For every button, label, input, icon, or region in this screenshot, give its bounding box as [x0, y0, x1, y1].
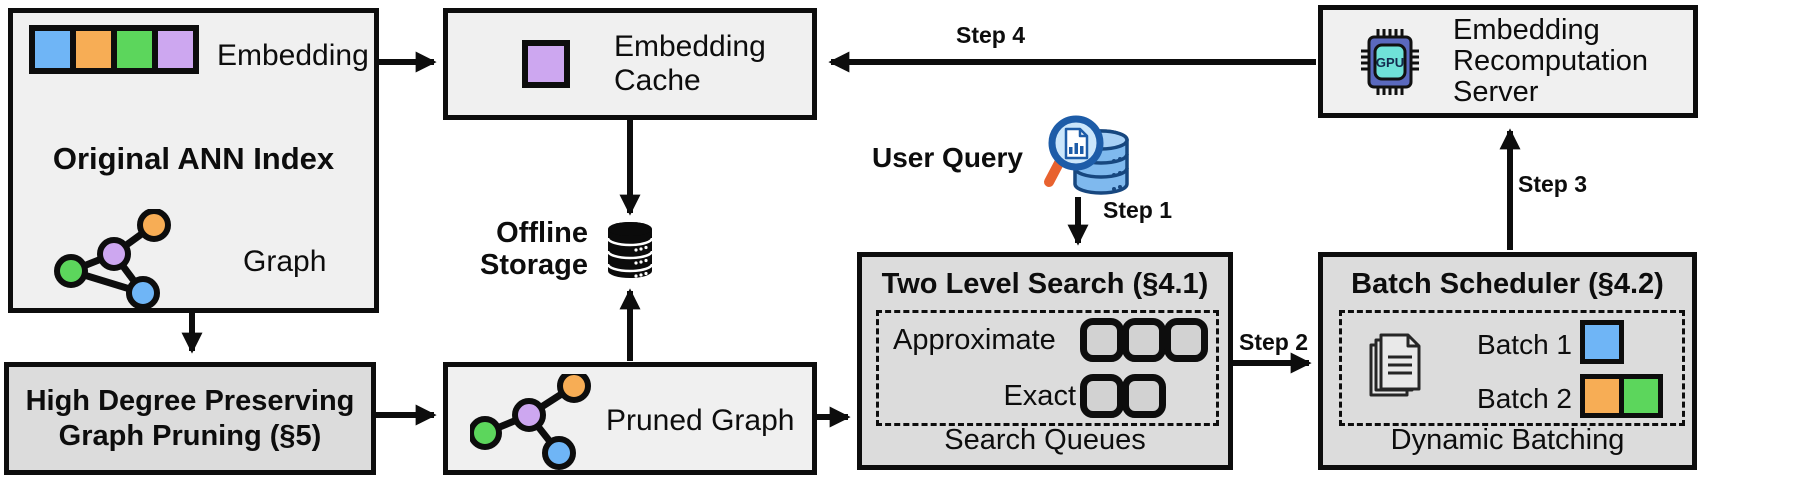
- embedding-cache-label: Embedding Cache: [614, 30, 766, 97]
- pruned-graph-box: Pruned Graph: [443, 362, 817, 475]
- documents-icon: [1369, 333, 1421, 397]
- search-queues-label: Search Queues: [944, 424, 1146, 456]
- database-icon: [606, 222, 654, 278]
- offline-storage-label: Offline Storage: [480, 217, 588, 281]
- queue-slot: [1122, 318, 1166, 362]
- step1-label: Step 1: [1103, 197, 1173, 223]
- batch1-label: Batch 1: [1477, 329, 1572, 360]
- gpu-chip-label: GPU: [1376, 55, 1404, 70]
- embedding-vector-icon: [29, 25, 199, 74]
- pruned-graph-icon: [470, 374, 591, 470]
- pruned-graph-label: Pruned Graph: [606, 404, 795, 437]
- two-level-search-title: Two Level Search (§4.1): [881, 268, 1209, 300]
- gpu-icon: GPU: [1361, 28, 1419, 95]
- batch-scheduler-title: Batch Scheduler (§4.2): [1351, 268, 1664, 300]
- high-degree-pruning-box: High Degree Preserving Graph Pruning (§5…: [4, 362, 376, 475]
- queue-slot: [1080, 318, 1124, 362]
- queue-slot: [1080, 374, 1124, 418]
- embedding-cache-box: Embedding Cache: [443, 8, 817, 120]
- recomputation-server-box: GPU Embedding Recomputation Server: [1318, 5, 1698, 118]
- step3-label: Step 3: [1518, 171, 1588, 197]
- approximate-label: Approximate: [893, 324, 1056, 356]
- dynamic-batching-panel: Batch 1 Batch 2: [1339, 310, 1685, 426]
- blue-embedding-cell: [1585, 325, 1619, 359]
- step4-label: Step 4: [956, 22, 1026, 48]
- batch2-embeddings: [1580, 374, 1663, 418]
- exact-label: Exact: [1003, 380, 1076, 412]
- batch1-embeddings: [1580, 320, 1624, 364]
- query-search-database-icon: [1044, 115, 1129, 195]
- step2-label: Step 2: [1239, 329, 1309, 355]
- cached-embedding-icon: [522, 40, 570, 88]
- blue-embedding-cell: [35, 31, 70, 68]
- recomputation-server-label: Embedding Recomputation Server: [1453, 14, 1649, 108]
- original-ann-index-box: Embedding Original ANN Index Graph: [8, 8, 379, 313]
- green-embedding-cell: [117, 31, 152, 68]
- two-level-search-box: Two Level Search (§4.1) Approximate Exac…: [857, 252, 1233, 470]
- graph-label: Graph: [243, 245, 327, 278]
- batch-scheduler-box: Batch Scheduler (§4.2) Batch 1 Batch 2: [1318, 252, 1697, 470]
- high-degree-pruning-title: High Degree Preserving Graph Pruning (§5…: [25, 384, 355, 452]
- original-ann-index-title: Original ANN Index: [52, 141, 335, 176]
- user-query-label: User Query: [872, 142, 1023, 173]
- exact-queues: [1080, 374, 1166, 418]
- green-embedding-cell: [1624, 379, 1658, 413]
- queue-slot: [1164, 318, 1208, 362]
- approximate-queues: [1080, 318, 1208, 362]
- batch2-label: Batch 2: [1477, 383, 1572, 414]
- dynamic-batching-label: Dynamic Batching: [1390, 424, 1625, 456]
- search-queues-panel: Approximate Exact: [876, 310, 1219, 426]
- purple-embedding-cell: [158, 31, 193, 68]
- orange-embedding-cell: [76, 31, 111, 68]
- graph-icon: [54, 209, 171, 310]
- orange-embedding-cell: [1585, 379, 1619, 413]
- embedding-label: Embedding: [217, 39, 369, 72]
- queue-slot: [1122, 374, 1166, 418]
